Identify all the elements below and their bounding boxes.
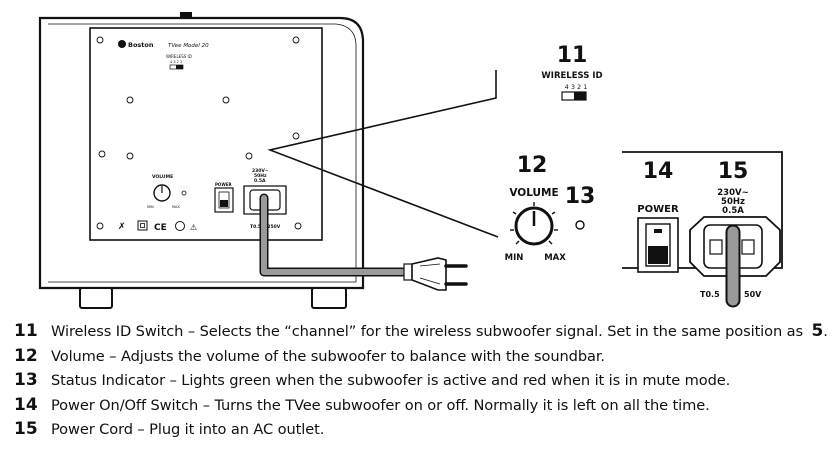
weee-icon: ✗ <box>118 222 126 232</box>
legend-description: Power On/Off Switch – Turns the TVee sub… <box>51 396 710 414</box>
wireless-id-switch-slider <box>574 92 586 100</box>
callout-14-number: 14 <box>643 159 674 184</box>
panel-rating-line-3: 0.5A <box>254 178 266 184</box>
legend-description: Wireless ID Switch – Selects the “channe… <box>51 323 808 340</box>
panel-power-label: POWER <box>215 182 232 187</box>
callout-13-status-indicator: 13 <box>565 184 596 230</box>
legend-number: 14 <box>14 394 38 415</box>
panel-status-led <box>181 190 187 196</box>
legend-description: Volume – Adjusts the volume of the subwo… <box>51 347 605 365</box>
legend-number: 13 <box>14 370 38 390</box>
callout-12-max: MAX <box>544 253 566 263</box>
callout-12-number: 12 <box>517 153 548 178</box>
legend-text: Wireless ID Switch – Selects the “channe… <box>51 321 828 341</box>
callout-15-power-cord: 15 230V~ 50Hz 0.5A T0.5 50V <box>689 159 781 308</box>
certification-marks: ✗ CE ⚠ <box>118 220 197 233</box>
legend-number: 12 <box>14 345 38 366</box>
callout-11-digits: 4 3 2 1 <box>565 83 588 91</box>
legend-reference-number: 5 <box>811 321 824 341</box>
callout-11-label: WIRELESS ID <box>541 71 602 81</box>
subwoofer-rear-panel-diagram: Boston TVee Model 20 WIRELESS ID 4 3 2 1… <box>38 12 783 309</box>
legend-item-14: 14 Power On/Off Switch – Turns the TVee … <box>14 395 834 420</box>
double-insulation-icon <box>137 220 148 231</box>
callout-14-label: POWER <box>637 204 679 215</box>
callout-14-power-switch: 14 POWER <box>637 159 679 273</box>
panel-wireless-digits: 4 3 2 1 <box>170 60 182 64</box>
panel-volume-min: MIN <box>147 205 154 209</box>
rear-panel: Boston TVee Model 20 WIRELESS ID 4 3 2 1… <box>89 27 323 241</box>
callout-15-rating-line-3: 0.5A <box>722 206 744 216</box>
callout-13-number: 13 <box>565 184 596 209</box>
panel-wireless-switch-slider <box>176 65 183 69</box>
legend-description: Status Indicator – Lights green when the… <box>51 372 731 389</box>
callout-15-rating-line-2: 50Hz <box>721 197 745 207</box>
status-led <box>575 220 585 230</box>
callout-12-min: MIN <box>505 253 524 263</box>
callout-15-rating-line-1: 230V~ <box>717 188 748 198</box>
callout-15-fuse-left: T0.5 <box>700 290 720 299</box>
legend-item-11: 11 Wireless ID Switch – Selects the “cha… <box>14 321 834 346</box>
legend-suffix: . <box>823 323 828 340</box>
callout-11-wireless-id: 11 WIRELESS ID 4 3 2 1 <box>541 43 603 101</box>
callout-11-number: 11 <box>557 43 588 68</box>
panel-screws <box>96 36 302 230</box>
component-legend: 11 Wireless ID Switch – Selects the “cha… <box>14 321 834 444</box>
triangle-mark-icon: ⚠ <box>190 223 197 232</box>
legend-item-12: 12 Volume – Adjusts the volume of the su… <box>14 346 834 371</box>
callout-15-number: 15 <box>718 159 749 184</box>
zoom-lines <box>267 70 499 238</box>
panel-volume-label: VOLUME <box>152 174 173 180</box>
callout-15-fuse-right: 50V <box>744 290 762 299</box>
panel-rating-line-2: 50Hz <box>254 173 267 179</box>
power-plug <box>403 257 468 291</box>
legend-item-13: 13 Status Indicator – Lights green when … <box>14 370 834 395</box>
cabinet-feet <box>79 287 347 309</box>
brand-name: Boston <box>128 41 154 49</box>
panel-rating-line-1: 230V~ <box>252 168 269 174</box>
callout-12-volume: 12 VOLUME MIN MAX <box>505 153 567 263</box>
legend-item-15: 15 Power Cord – Plug it into an AC outle… <box>14 419 834 444</box>
ce-mark-icon: CE <box>154 223 167 233</box>
round-mark-icon <box>175 221 185 231</box>
legend-description: Power Cord – Plug it into an AC outlet. <box>51 421 325 438</box>
legend-number: 15 <box>14 419 38 439</box>
panel-wireless-id-label: WIRELESS ID <box>166 54 192 59</box>
panel-volume-max: MAX <box>172 205 180 209</box>
callout-12-label: VOLUME <box>509 187 558 199</box>
model-name: TVee Model 20 <box>168 43 209 49</box>
legend-number: 11 <box>14 321 38 341</box>
brand-logo-icon <box>118 40 126 48</box>
